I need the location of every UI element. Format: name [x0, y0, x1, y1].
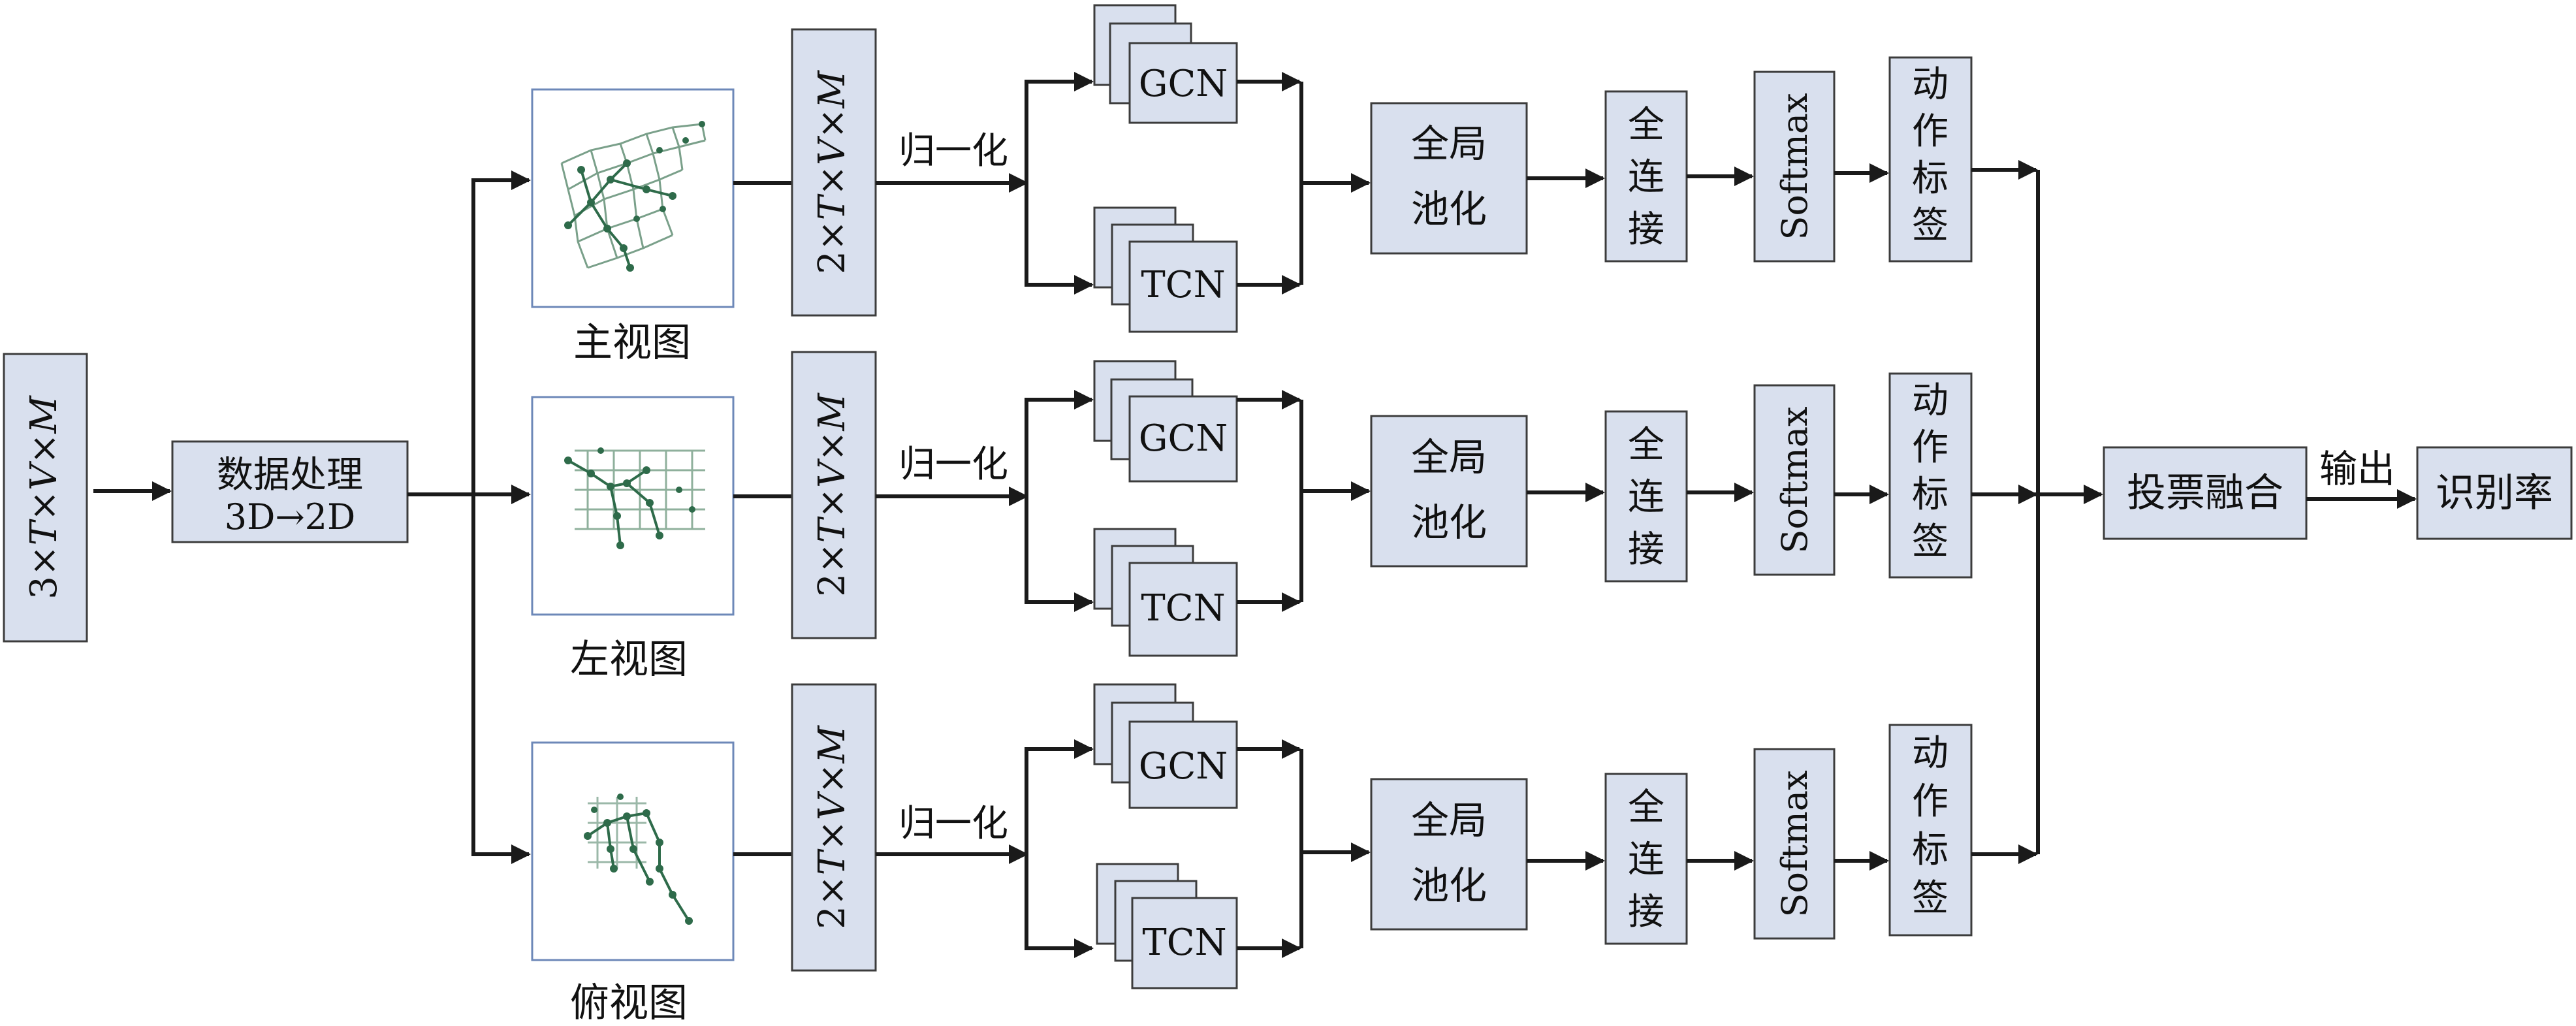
left-branch-tensor-box: 2×T×V×M — [791, 351, 877, 639]
top-branch-fc-char1: 全 — [1628, 786, 1664, 829]
front-branch-action-label-box: 动 作 标 签 — [1888, 56, 1973, 263]
front-branch-fc-char2: 连 — [1628, 156, 1664, 199]
front-branch-label-char2: 作 — [1912, 110, 1948, 153]
left-branch-tensor-label: 2×T×V×M — [811, 393, 853, 597]
top-branch-pool-line1: 全局 — [1411, 798, 1487, 842]
data-processing-box: 数据处理 3D→2D — [171, 440, 409, 543]
left-branch-tcn-label: TCN — [1141, 587, 1225, 630]
top-branch-tcn-stack: TCN — [1096, 863, 1238, 989]
front-branch-pool-line2: 池化 — [1411, 187, 1487, 231]
skeleton-front-view-image — [531, 88, 735, 308]
front-branch-softmax-box: Softmax — [1753, 71, 1836, 263]
left-view-label: 左视图 — [570, 637, 688, 682]
left-branch-label-char1: 动 — [1912, 379, 1948, 422]
left-branch-gcn-stack: GCN — [1093, 360, 1238, 483]
top-branch-label-char3: 标 — [1912, 829, 1948, 871]
vote-fusion-label: 投票融合 — [2127, 470, 2283, 516]
left-branch-action-label-box: 动 作 标 签 — [1888, 372, 1973, 579]
left-branch-gcn-label: GCN — [1139, 417, 1228, 460]
front-view-label: 主视图 — [573, 320, 691, 366]
top-branch-global-pooling-box: 全局 池化 — [1370, 778, 1528, 931]
input-tensor-label: 3×T×V×M — [23, 395, 65, 600]
vote-fusion-box: 投票融合 — [2103, 446, 2308, 540]
left-branch-pool-line2: 池化 — [1411, 500, 1487, 545]
left-branch-normalize-label: 归一化 — [898, 443, 1008, 486]
recognition-rate-box: 识别率 — [2416, 446, 2573, 540]
front-branch-pool-line1: 全局 — [1411, 121, 1487, 166]
left-branch-global-pooling-box: 全局 池化 — [1370, 415, 1528, 568]
top-branch-label-char1: 动 — [1912, 732, 1948, 775]
top-branch-label-char2: 作 — [1912, 780, 1948, 823]
input-tensor-box: 3×T×V×M — [3, 353, 88, 643]
front-branch-fc-char3: 接 — [1628, 208, 1664, 251]
top-branch-action-label-box: 动 作 标 签 — [1888, 724, 1973, 937]
left-branch-fc-char1: 全 — [1628, 424, 1664, 466]
front-branch-label-char3: 标 — [1912, 157, 1948, 200]
top-branch-tensor-label: 2×T×V×M — [811, 725, 853, 929]
front-branch-gcn-stack: GCN — [1093, 4, 1238, 124]
top-branch-fc-char3: 接 — [1628, 891, 1664, 933]
left-branch-fc-char3: 接 — [1628, 528, 1664, 571]
skeleton-left-view-image — [531, 396, 735, 616]
top-branch-label-char4: 签 — [1912, 877, 1948, 920]
front-branch-tcn-stack: TCN — [1093, 206, 1238, 333]
front-branch-tcn-label: TCN — [1141, 264, 1225, 306]
data-processing-label: 数据处理 — [217, 454, 363, 496]
top-branch-gcn-stack: GCN — [1093, 683, 1238, 809]
branch-front-view: 主视图 2×T×V×M 归一化 GCN TCN — [531, 4, 2038, 366]
recognition-rate-label: 识别率 — [2436, 470, 2553, 516]
front-branch-tensor-box: 2×T×V×M — [791, 28, 877, 317]
front-branch-label-char4: 签 — [1912, 204, 1948, 247]
front-branch-gcn-label: GCN — [1139, 63, 1228, 105]
skeleton-top-view-image — [531, 741, 735, 961]
front-branch-tensor-label: 2×T×V×M — [811, 70, 853, 274]
branch-left-view: 左视图 2×T×V×M 归一化 GCN TCN — [531, 351, 2038, 682]
front-branch-label-char1: 动 — [1912, 63, 1948, 106]
left-branch-fc-char2: 连 — [1628, 476, 1664, 519]
left-branch-label-char2: 作 — [1912, 426, 1948, 469]
top-branch-gcn-label: GCN — [1139, 745, 1228, 788]
top-branch-fc-box: 全 连 接 — [1604, 773, 1688, 945]
top-branch-fc-char2: 连 — [1628, 839, 1664, 881]
left-branch-pool-line1: 全局 — [1411, 435, 1487, 479]
front-branch-global-pooling-box: 全局 池化 — [1370, 102, 1528, 255]
front-branch-normalize-label: 归一化 — [898, 130, 1008, 172]
top-branch-normalize-label: 归一化 — [898, 803, 1008, 845]
front-branch-fc-char1: 全 — [1628, 104, 1664, 146]
output-label: 输出 — [2319, 447, 2395, 491]
top-branch-softmax-box: Softmax — [1753, 748, 1836, 940]
top-branch-softmax-label: Softmax — [1774, 770, 1815, 917]
front-branch-fc-box: 全 连 接 — [1604, 90, 1688, 263]
left-branch-label-char3: 标 — [1912, 473, 1948, 516]
left-branch-fc-box: 全 连 接 — [1604, 410, 1688, 583]
dimension-conversion-label: 3D→2D — [225, 496, 356, 537]
left-branch-softmax-box: Softmax — [1753, 384, 1836, 576]
front-branch-softmax-label: Softmax — [1774, 93, 1815, 240]
left-branch-tcn-stack: TCN — [1093, 528, 1238, 657]
top-branch-tensor-box: 2×T×V×M — [791, 683, 877, 972]
top-view-label: 俯视图 — [570, 980, 688, 1026]
top-branch-pool-line2: 池化 — [1411, 863, 1487, 908]
branch-top-view: 俯视图 2×T×V×M 归一化 GCN TCN — [531, 683, 2038, 1026]
left-branch-softmax-label: Softmax — [1774, 406, 1815, 553]
left-branch-label-char4: 签 — [1912, 521, 1948, 563]
top-branch-tcn-label: TCN — [1142, 922, 1226, 964]
